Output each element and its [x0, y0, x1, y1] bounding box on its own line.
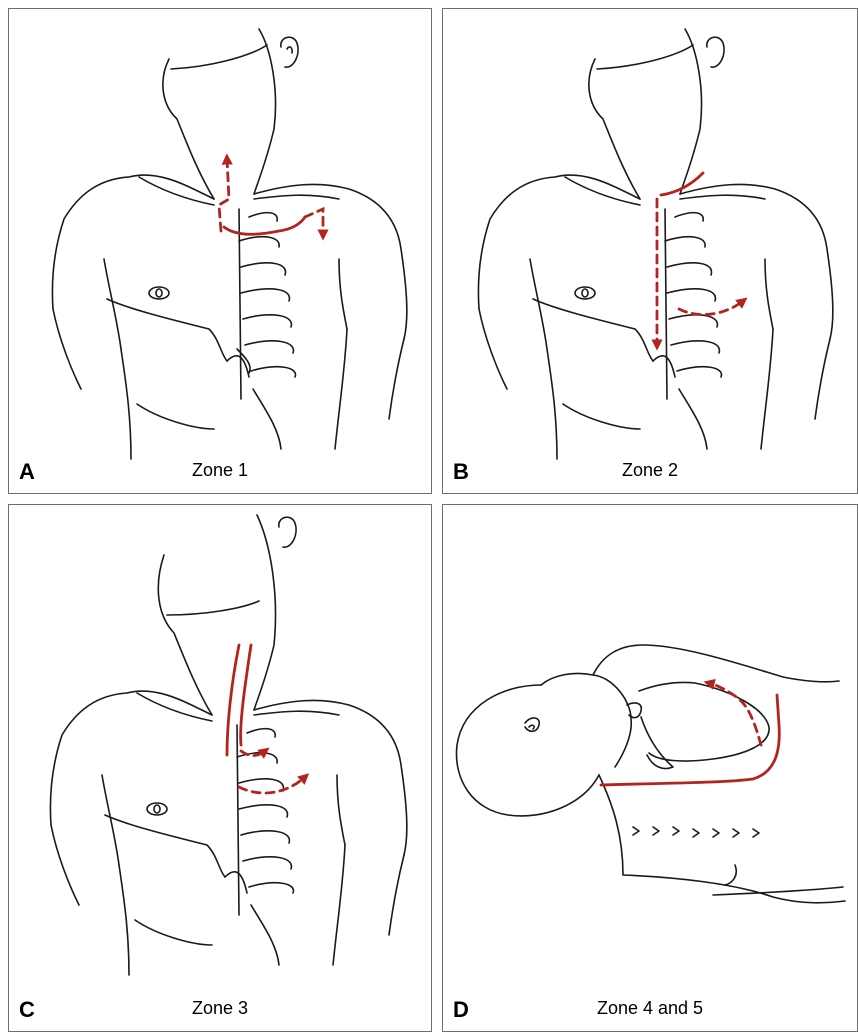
torso-drawing-b: [443, 9, 858, 494]
panel-b: B Zone 2: [442, 8, 858, 494]
panel-caption: Zone 4 and 5: [443, 998, 857, 1019]
panel-caption: Zone 1: [9, 460, 431, 481]
torso-drawing-a: [9, 9, 432, 494]
panel-caption: Zone 2: [443, 460, 857, 481]
lateral-body-outline: [456, 645, 845, 903]
lateral-drawing-d: [443, 505, 858, 1032]
torso-outline: [50, 515, 406, 975]
incision-zone-4-5: [601, 683, 779, 785]
torso-drawing-c: [9, 505, 432, 1032]
panel-c: C Zone 3: [8, 504, 432, 1032]
torso-outline: [52, 29, 406, 459]
panel-caption: Zone 3: [9, 998, 431, 1019]
incision-zone-3: [227, 645, 305, 793]
panel-d: D Zone 4 and 5: [442, 504, 858, 1032]
panel-a: A Zone 1: [8, 8, 432, 494]
